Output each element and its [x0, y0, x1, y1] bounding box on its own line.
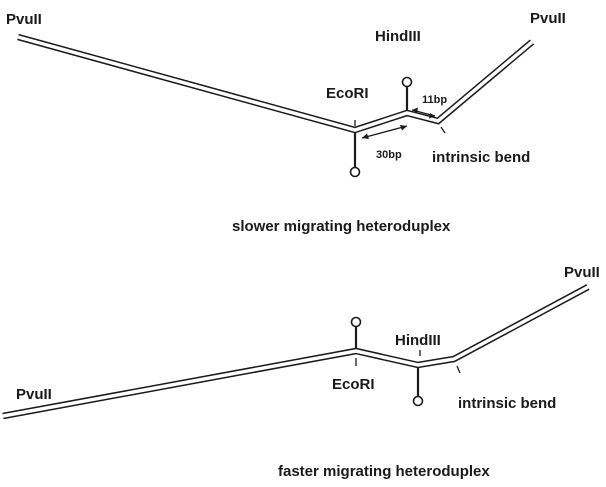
slower-bend-tick: [440, 126, 446, 134]
slower-30bp-arrowhead-left: [362, 133, 369, 139]
slower-ecori-loop: [349, 166, 361, 178]
slower-intrinsic-bend-label: intrinsic bend: [432, 149, 530, 166]
faster-hindiii-loop: [412, 395, 424, 407]
faster-ecori-loop: [350, 316, 362, 328]
faster-pvuii-right-label: PvuII: [564, 264, 600, 281]
faster-bend-tick: [456, 365, 461, 374]
slower-ecori-label: EcoRI: [326, 85, 369, 102]
slower-hindiii-loop: [401, 76, 413, 88]
faster-hindiii-label: HindIII: [395, 332, 441, 349]
faster-ecori-label: EcoRI: [332, 376, 375, 393]
slower-30bp-arrowhead-right: [400, 125, 407, 131]
slower-11bp-arrowhead-left: [412, 107, 418, 113]
faster-intrinsic-bend-label: intrinsic bend: [458, 395, 556, 412]
slower-11bp-label: 11bp: [422, 94, 447, 106]
faster-pvuii-left-label: PvuII: [16, 386, 52, 403]
slower-dna-strand-core: [17, 35, 534, 132]
slower-30bp-arrow: [361, 125, 408, 139]
slower-dna-strand: [17, 33, 535, 134]
faster-dna-strand-core: [2, 285, 589, 418]
slower-11bp-arrowhead-right: [429, 113, 435, 119]
faster-caption: faster migrating heteroduplex: [278, 463, 490, 480]
slower-pvuii-right-label: PvuII: [530, 10, 566, 27]
slower-heteroduplex-figure: PvuII PvuII HindIII EcoRI 11bp 30bp intr…: [6, 10, 566, 235]
slower-pvuii-left-label: PvuII: [6, 11, 42, 28]
faster-heteroduplex-figure: PvuII HindIII EcoRI PvuII intrinsic bend…: [2, 264, 600, 480]
slower-caption: slower migrating heteroduplex: [232, 218, 451, 235]
slower-30bp-label: 30bp: [376, 149, 402, 161]
slower-hindiii-label: HindIII: [375, 28, 421, 45]
